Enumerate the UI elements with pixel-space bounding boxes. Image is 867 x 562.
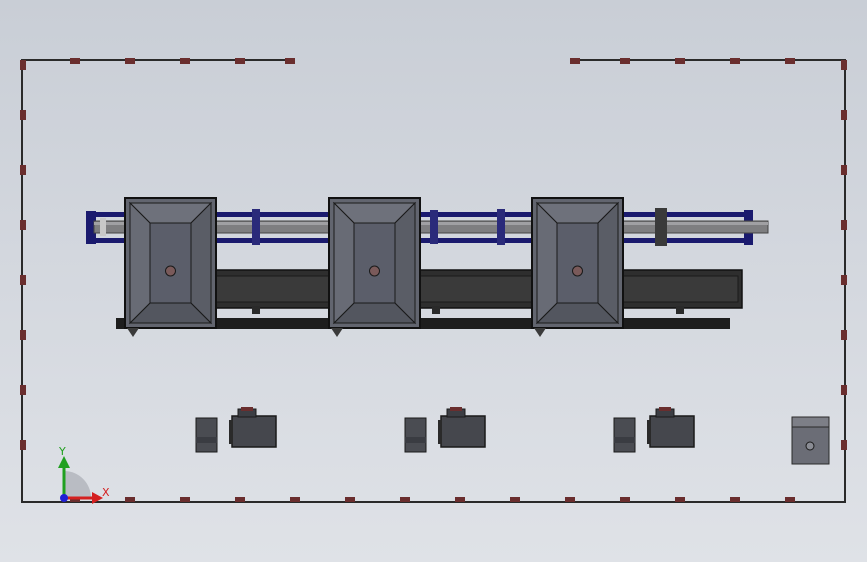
frame-peg bbox=[785, 58, 795, 64]
rail-brackets bbox=[252, 208, 667, 246]
frame-peg bbox=[235, 497, 245, 502]
frame-peg bbox=[20, 220, 26, 230]
frame-peg bbox=[20, 275, 26, 285]
motor-group-1 bbox=[195, 407, 277, 453]
frame-peg bbox=[841, 385, 847, 395]
frame-peg bbox=[20, 110, 26, 120]
frame-peg bbox=[570, 58, 580, 64]
frame-peg bbox=[565, 497, 575, 502]
frame-peg bbox=[841, 275, 847, 285]
coordinate-triad: Y X bbox=[58, 445, 110, 504]
frame-peg bbox=[125, 58, 135, 64]
frame-peg bbox=[20, 440, 26, 450]
frame-peg bbox=[180, 497, 190, 502]
rail-end-left bbox=[86, 211, 96, 244]
frame-peg bbox=[841, 220, 847, 230]
frame-peg bbox=[675, 497, 685, 502]
frame-peg bbox=[20, 60, 26, 70]
frame-peg bbox=[620, 497, 630, 502]
hopper-1 bbox=[124, 197, 217, 337]
frame-peg bbox=[20, 330, 26, 340]
frame-peg bbox=[841, 440, 847, 450]
frame-peg bbox=[400, 497, 410, 502]
frame-peg bbox=[180, 58, 190, 64]
frame-peg bbox=[730, 497, 740, 502]
shaft-end-left bbox=[100, 218, 106, 236]
frame-peg bbox=[841, 165, 847, 175]
motor-group-3 bbox=[613, 407, 695, 453]
hopper-3 bbox=[531, 197, 624, 337]
hopper-outlet bbox=[572, 265, 583, 277]
frame-peg bbox=[785, 497, 795, 502]
frame-peg bbox=[20, 165, 26, 175]
frame-peg bbox=[70, 58, 80, 64]
frame-peg bbox=[455, 497, 465, 502]
frame-peg bbox=[285, 58, 295, 64]
frame-peg bbox=[20, 385, 26, 395]
motor-groups bbox=[195, 407, 695, 453]
frame-peg bbox=[290, 497, 300, 502]
frame-peg bbox=[841, 60, 847, 70]
axis-y-label: Y bbox=[58, 445, 66, 458]
triad-origin bbox=[60, 494, 68, 502]
hopper-2 bbox=[328, 197, 421, 337]
frame-peg bbox=[675, 58, 685, 64]
triad-arc bbox=[64, 471, 91, 498]
outer-frame bbox=[21, 59, 846, 503]
conveyor bbox=[116, 269, 743, 329]
conveyor-lower bbox=[116, 318, 730, 329]
frame-peg bbox=[510, 497, 520, 502]
hoppers bbox=[124, 197, 624, 337]
hopper-outlet bbox=[369, 265, 380, 277]
motor-group-2 bbox=[404, 407, 486, 453]
control-box bbox=[791, 416, 830, 465]
frame-peg bbox=[125, 497, 135, 502]
frame-peg bbox=[620, 58, 630, 64]
hopper-outlet bbox=[165, 265, 176, 277]
frame-peg bbox=[345, 497, 355, 502]
frame-peg bbox=[841, 110, 847, 120]
frame-peg bbox=[730, 58, 740, 64]
frame-peg bbox=[841, 330, 847, 340]
frame-peg bbox=[235, 58, 245, 64]
axis-x-label: X bbox=[102, 486, 110, 499]
